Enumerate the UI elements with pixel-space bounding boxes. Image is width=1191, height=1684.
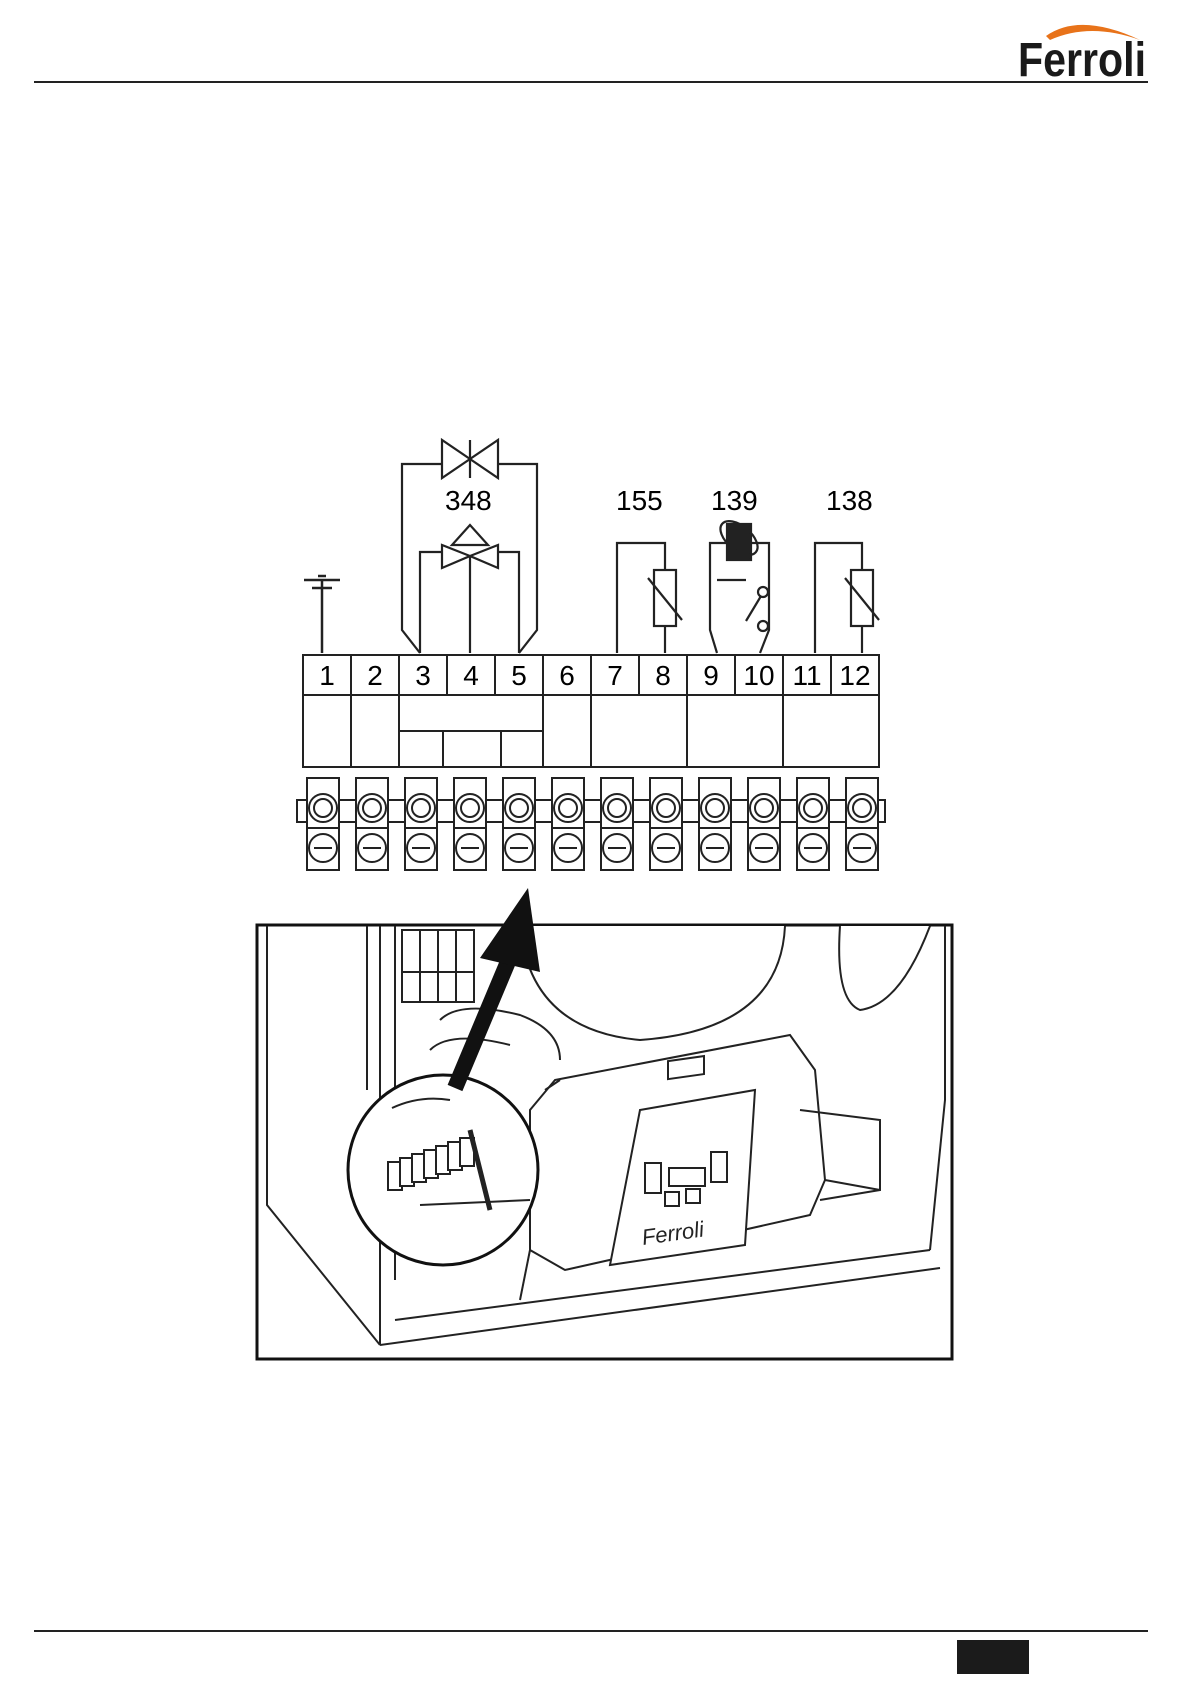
- sensor-155-icon: [617, 543, 682, 653]
- dhw-plus-minus-button: [645, 1163, 661, 1193]
- label-139: 139: [711, 485, 758, 516]
- terminal-number: 2: [367, 660, 383, 691]
- terminal-number: 5: [511, 660, 527, 691]
- terminal-number: 1: [319, 660, 335, 691]
- reset-button: [686, 1189, 700, 1203]
- heating-plus-minus-button: [711, 1152, 727, 1182]
- label-138: 138: [826, 485, 873, 516]
- terminal-number: 6: [559, 660, 575, 691]
- terminal-number: 7: [607, 660, 623, 691]
- terminal-number: 10: [743, 660, 774, 691]
- terminal-number: 12: [839, 660, 870, 691]
- terminal-number: 4: [463, 660, 479, 691]
- label-348: 348: [445, 485, 492, 516]
- page-number-box: [957, 1640, 1029, 1674]
- footer-rule: [34, 1630, 1148, 1632]
- earth-icon: [304, 576, 340, 653]
- terminal-number: 9: [703, 660, 719, 691]
- relay-block-icon: [402, 930, 474, 1002]
- terminal-number: 8: [655, 660, 671, 691]
- sensor-138-icon: [815, 543, 879, 653]
- terminal-number: 3: [415, 660, 431, 691]
- mode-button: [665, 1192, 679, 1206]
- terminal-number: 11: [792, 660, 821, 691]
- three-way-valve-icon: [402, 440, 537, 653]
- display-icon: [669, 1168, 705, 1186]
- screw-terminal-block: [297, 778, 885, 870]
- label-155: 155: [616, 485, 663, 516]
- room-thermostat-icon: [710, 515, 769, 653]
